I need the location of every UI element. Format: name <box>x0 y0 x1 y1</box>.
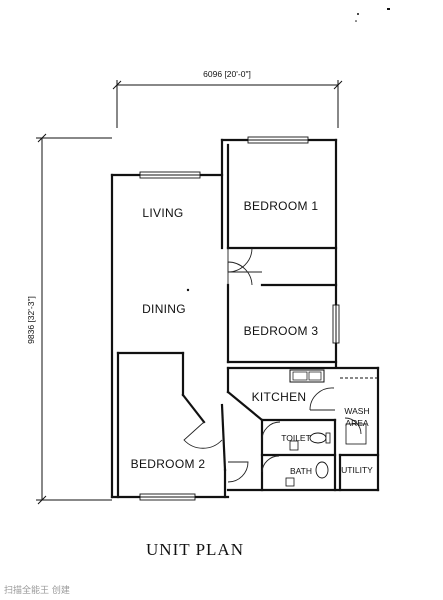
width-dimension: 6096 [20'-0"] <box>112 69 343 128</box>
room-label-bedroom-2: BEDROOM 2 <box>131 457 206 471</box>
width-dimension-label: 6096 [20'-0"] <box>203 69 251 79</box>
doors <box>183 247 362 483</box>
room-labels: LIVING DINING BEDROOM 1 BEDROOM 3 KITCHE… <box>131 199 374 476</box>
plan-title: UNIT PLAN <box>146 540 244 559</box>
room-label-living: LIVING <box>142 206 183 220</box>
room-label-toilet: TOILET <box>281 433 311 443</box>
room-label-bath: BATH <box>290 466 312 476</box>
room-label-utility: UTILITY <box>341 465 373 475</box>
room-label-bedroom-3: BEDROOM 3 <box>244 324 319 338</box>
scanner-watermark: 扫描全能王 创建 <box>4 586 70 596</box>
room-label-kitchen: KITCHEN <box>252 390 307 404</box>
fixtures <box>285 369 378 487</box>
scan-dot <box>186 288 190 292</box>
height-dimension: 9836 [32'-3"] <box>26 133 112 505</box>
room-label-wash-line1: WASH <box>344 406 369 416</box>
room-label-bedroom-1: BEDROOM 1 <box>244 199 319 213</box>
room-label-dining: DINING <box>142 302 186 316</box>
interior-walls <box>116 143 380 499</box>
scan-marks <box>355 8 390 22</box>
height-dimension-label: 9836 [32'-3"] <box>26 296 36 344</box>
room-label-wash-line2: AREA <box>345 418 368 428</box>
windows <box>139 136 340 501</box>
